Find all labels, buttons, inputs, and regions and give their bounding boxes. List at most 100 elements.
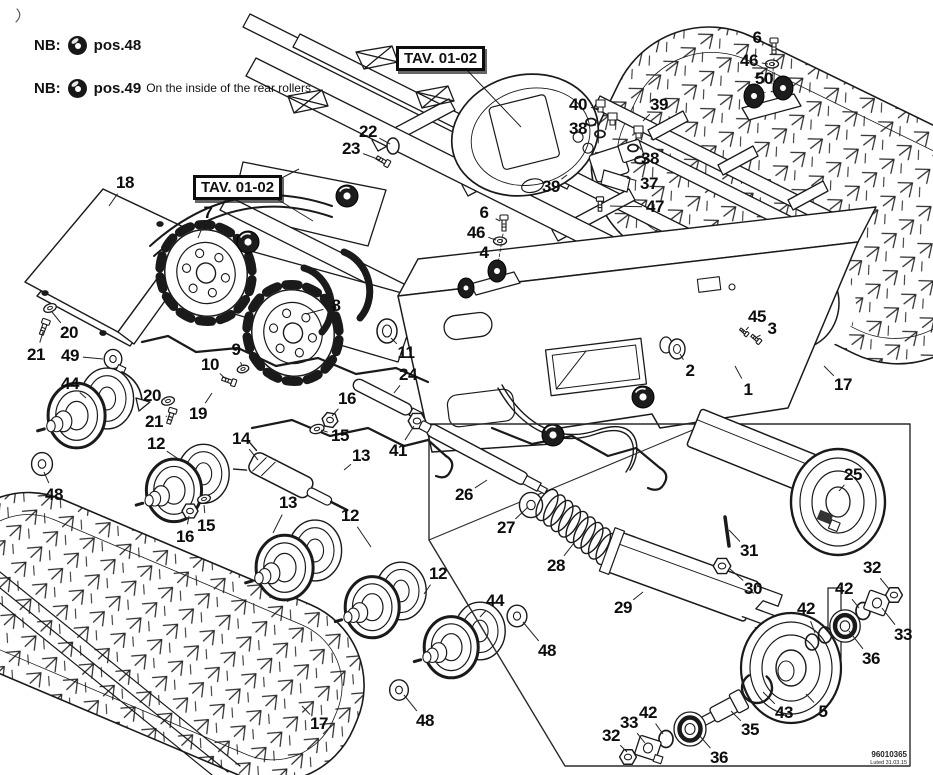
leader-line [203, 504, 206, 514]
leader-line [166, 450, 181, 461]
leader-line [728, 529, 741, 542]
leader-line [632, 591, 644, 601]
tav-reference-box: TAV. 01-02 [193, 175, 283, 200]
roller-washer-icon [67, 78, 87, 98]
leader-line [474, 479, 488, 489]
leader-line [204, 392, 213, 404]
leader-line [465, 68, 522, 128]
callout-42: 42 [835, 579, 853, 598]
callout-27: 27 [497, 518, 515, 537]
callout-28: 28 [547, 556, 565, 575]
callout-29: 29 [614, 598, 632, 617]
leader-line [489, 264, 493, 269]
callout-35: 35 [741, 720, 759, 739]
leader-line [515, 506, 529, 520]
callout-17: 17 [310, 714, 328, 733]
callout-43: 43 [775, 703, 793, 722]
washer-42 [819, 627, 832, 643]
leader-line [248, 448, 259, 461]
leader-line [240, 361, 243, 367]
tav-reference-box: TAV. 01-02 [396, 46, 486, 71]
callout-20: 20 [60, 323, 78, 342]
stray-mark [16, 9, 20, 22]
callout-5: 5 [818, 702, 828, 721]
callout-42: 42 [797, 599, 815, 618]
callout-48: 48 [538, 641, 556, 660]
drawing-revision: Luted 31.03.15 [870, 759, 907, 766]
leader-line [768, 43, 773, 47]
leader-line [655, 723, 664, 735]
leader-line [43, 471, 50, 484]
callout-6: 6 [752, 28, 762, 47]
bushing-2 [669, 339, 685, 359]
tension-rod-26 [418, 419, 549, 497]
shock-absorber [234, 441, 355, 524]
callout-46: 46 [740, 51, 758, 70]
callout-39: 39 [542, 177, 560, 196]
leader-line [561, 174, 568, 180]
leader-line [356, 526, 372, 548]
gearbox-housing [439, 59, 612, 211]
roller-washer-icon [67, 35, 87, 55]
leader-line [619, 744, 628, 753]
leader-line [823, 365, 835, 377]
callout-16: 16 [338, 389, 356, 408]
note-position: pos.49 [93, 79, 142, 97]
washer-42 [806, 634, 819, 650]
drawing-number: 96010365 [871, 750, 907, 760]
leader-line [522, 621, 540, 642]
callout-24: 24 [399, 365, 417, 384]
leader-line [590, 124, 597, 127]
callout-2: 2 [685, 361, 695, 380]
support-roller-4 [458, 214, 520, 298]
pin-31 [725, 517, 729, 546]
callout-18: 18 [116, 173, 134, 192]
leader-line [390, 337, 398, 345]
callout-14: 14 [232, 429, 250, 448]
leader-line [590, 106, 600, 110]
callout-23: 23 [342, 139, 360, 158]
leader-line [404, 425, 415, 441]
leader-line [838, 484, 845, 492]
callout-46: 46 [467, 223, 485, 242]
callout-50: 50 [755, 69, 773, 88]
callout-48: 48 [45, 485, 63, 504]
callout-42: 42 [639, 703, 657, 722]
leader-line [851, 598, 860, 609]
lock-plate-33 [634, 735, 667, 764]
tension-spring-28 [532, 486, 623, 568]
leader-line [197, 224, 204, 239]
callout-9: 9 [231, 340, 241, 359]
leader-line [879, 577, 890, 590]
leader-line [679, 353, 684, 361]
callout-44: 44 [486, 591, 504, 610]
leader-line [108, 193, 118, 207]
callout-15: 15 [197, 516, 215, 535]
callout-10: 10 [201, 355, 219, 374]
leader-line [403, 694, 418, 712]
leader-line [881, 607, 896, 626]
leader-line [186, 515, 190, 525]
inset-panel [418, 409, 910, 766]
callout-6: 6 [479, 203, 489, 222]
leader-line [626, 177, 637, 182]
leader-line [393, 384, 401, 394]
wire-frames [142, 336, 666, 490]
callout-32: 32 [863, 558, 881, 577]
track-sidewall-lines [0, 572, 240, 775]
leader-line [756, 334, 761, 338]
callout-30: 30 [744, 579, 762, 598]
callout-13: 13 [352, 446, 370, 465]
leader-line [343, 463, 352, 471]
callout-26: 26 [455, 485, 473, 504]
chain-guide [304, 268, 331, 332]
leader-line [305, 308, 324, 315]
leader-line [272, 514, 283, 534]
callout-41: 41 [389, 441, 407, 460]
callout-32: 32 [602, 726, 620, 745]
callout-3: 3 [767, 319, 777, 338]
